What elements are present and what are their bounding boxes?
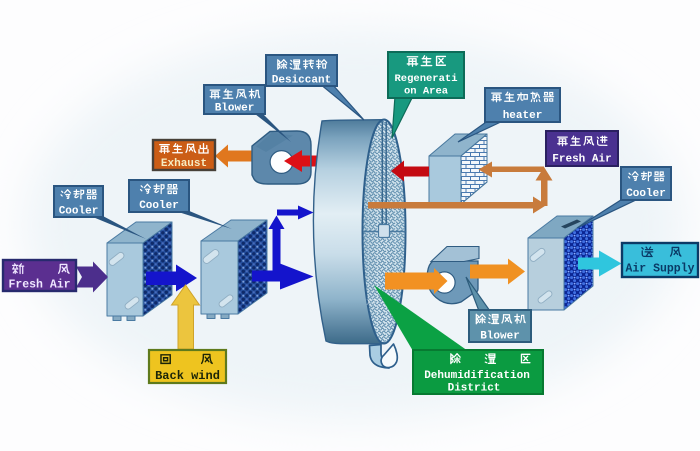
svg-text:Cooler: Cooler (59, 206, 99, 218)
svg-text:heater: heater (503, 110, 543, 122)
svg-text:Fresh Air: Fresh Air (552, 154, 611, 166)
svg-text:Desiccant: Desiccant (272, 75, 331, 87)
svg-text:Blower: Blower (480, 331, 520, 343)
svg-text:Dehumidification: Dehumidification (424, 370, 530, 382)
svg-text:XT L: XT L (366, 298, 388, 308)
svg-text:District: District (448, 383, 501, 395)
svg-text:Exhaust: Exhaust (161, 158, 207, 170)
svg-text:Back wind: Back wind (155, 369, 220, 383)
svg-text:Cooler: Cooler (139, 200, 179, 212)
svg-text:Regenerati: Regenerati (394, 73, 457, 85)
svg-text:Fresh Air: Fresh Air (8, 279, 70, 292)
svg-text:Air Supply: Air Supply (625, 263, 694, 276)
svg-text:Cooler: Cooler (626, 188, 666, 200)
svg-text:on Area: on Area (404, 86, 449, 98)
svg-text:Blower: Blower (215, 103, 255, 115)
